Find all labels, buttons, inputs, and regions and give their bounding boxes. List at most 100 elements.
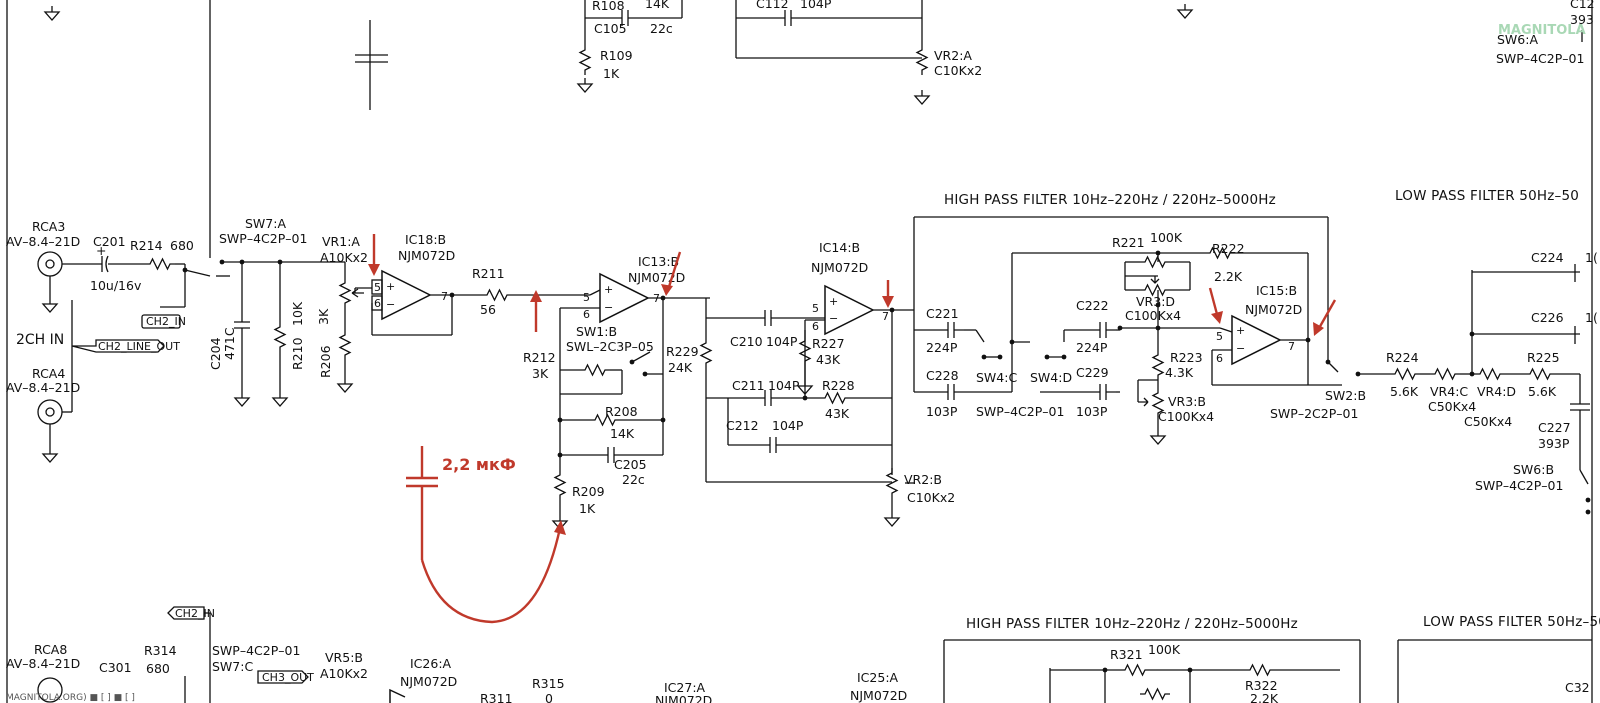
vr3b-value: C100Kx4 bbox=[1158, 409, 1214, 424]
ic14b-label: IC14:B bbox=[819, 240, 860, 255]
c221-label: C221 bbox=[926, 306, 959, 321]
sw4-part: SWP–4C2P–01 bbox=[976, 404, 1064, 419]
lpf-title-bottom: LOW PASS FILTER 50Hz–50 bbox=[1423, 614, 1600, 630]
c204-value: 471C bbox=[222, 327, 237, 360]
sw6a-label: SW6:A bbox=[1497, 32, 1538, 47]
r108-value: 14K bbox=[645, 0, 670, 11]
svg-text:+: + bbox=[386, 280, 395, 293]
port-ch3-out: CH3_OUT bbox=[262, 671, 314, 684]
sw1b-label: SW1:B bbox=[576, 324, 617, 339]
vr3d-value: C100Kx4 bbox=[1125, 308, 1181, 323]
r228-label: R228 bbox=[822, 378, 855, 393]
ic13b-label: IC13:B bbox=[638, 254, 679, 269]
sw4c-label: SW4:C bbox=[976, 370, 1017, 385]
r211-value: 56 bbox=[480, 302, 496, 317]
c222-value: 224P bbox=[1076, 340, 1108, 355]
c226-value: 1( bbox=[1585, 310, 1598, 325]
ic18b-label: IC18:B bbox=[405, 232, 446, 247]
r225-value: 5.6K bbox=[1528, 384, 1557, 399]
c105-label: C105 bbox=[594, 21, 627, 36]
c229-value: 103P bbox=[1076, 404, 1108, 419]
r206-label: R206 bbox=[318, 345, 333, 378]
sw4d-label: SW4:D bbox=[1030, 370, 1072, 385]
r229-label: R229 bbox=[666, 344, 699, 359]
sw7a-label: SW7:A bbox=[245, 216, 286, 231]
ic18b-stage: IC18:B NJM072D 5 6 + − 7 R211 56 bbox=[354, 232, 590, 336]
arrow-r211-output bbox=[530, 290, 542, 302]
r225-label: R225 bbox=[1527, 350, 1560, 365]
c112-label: C112 bbox=[756, 0, 789, 11]
arrow-ic18-input bbox=[368, 264, 380, 276]
svg-text:+: + bbox=[829, 295, 838, 308]
sw1b-part: SWL–2C3P–05 bbox=[566, 339, 654, 354]
ic14b-stage: IC14:B NJM072D R229 24K C210 104P + − 5 … bbox=[666, 240, 955, 527]
vr5b-label: VR5:B bbox=[325, 650, 363, 665]
r322-label: R322 bbox=[1245, 678, 1278, 693]
r208-value: 14K bbox=[610, 426, 635, 441]
c324-label: C32 bbox=[1565, 680, 1590, 695]
sw6a-part: SWP–4C2P–01 bbox=[1496, 51, 1584, 66]
ic27a-part: NJM072D bbox=[655, 693, 712, 703]
sw7c-label: SW7:C bbox=[212, 659, 253, 674]
c224-label: C224 bbox=[1531, 250, 1564, 265]
arrow-ic15-input bbox=[1211, 311, 1223, 324]
c204-label: C204 bbox=[208, 337, 223, 370]
c210-value: 104P bbox=[766, 334, 798, 349]
red-annotations: 2,2 мкФ bbox=[368, 234, 1337, 624]
r108-label: R108 bbox=[592, 0, 625, 13]
r314-label: R314 bbox=[144, 643, 177, 658]
input-section: RCA3 AV–8.4–21D + C201 10u/16v R214 680 … bbox=[6, 216, 368, 463]
vr5b-value: A10Kx2 bbox=[320, 666, 368, 681]
vr2b-value: C10Kx2 bbox=[907, 490, 955, 505]
c301-label: C301 bbox=[99, 660, 132, 675]
c228-label: C228 bbox=[926, 368, 959, 383]
hpf-title-top: HIGH PASS FILTER 10Hz–220Hz / 220Hz–5000… bbox=[944, 192, 1276, 208]
c205-label: C205 bbox=[614, 457, 647, 472]
lpf-title-top: LOW PASS FILTER 50Hz–50 bbox=[1395, 188, 1579, 204]
svg-text:5: 5 bbox=[583, 291, 590, 304]
c212-label: C212 bbox=[726, 418, 759, 433]
r224-value: 5.6K bbox=[1390, 384, 1419, 399]
svg-text:+: + bbox=[1236, 324, 1245, 337]
r210-label: R210 bbox=[290, 337, 305, 370]
r222-label: R222 bbox=[1212, 241, 1245, 256]
capacitor-note: 2,2 мкФ bbox=[442, 455, 516, 474]
ic15b-label: IC15:B bbox=[1256, 283, 1297, 298]
ic27a-label: IC27:A bbox=[664, 680, 706, 695]
vr3d-label: VR3:D bbox=[1136, 294, 1175, 309]
rca3-part: AV–8.4–21D bbox=[6, 234, 80, 249]
top-section: R108 14K C105 22c R109 1K C112 104P VR2:… bbox=[44, 0, 1595, 258]
sw7a-part: SWP–4C2P–01 bbox=[219, 231, 307, 246]
r321-label: R321 bbox=[1110, 647, 1143, 662]
ic26a-part: NJM072D bbox=[400, 674, 457, 689]
vr4c-value: C50Kx4 bbox=[1428, 399, 1476, 414]
hpf-top-section: C221 224P C228 103P SW4:C SW4:D SWP–4C2P… bbox=[892, 216, 1366, 445]
c205-value: 22c bbox=[622, 472, 645, 487]
vr4d-label: VR4:D bbox=[1477, 384, 1516, 399]
ic14b-part: NJM072D bbox=[811, 260, 868, 275]
vr1a-label: VR1:A bbox=[322, 234, 360, 249]
r223-value: 4.3K bbox=[1165, 365, 1194, 380]
ic15b-part: NJM072D bbox=[1245, 302, 1302, 317]
watermark-footer: MAGNITOLA.ORG) ■ [ ] ■ [ ] bbox=[6, 693, 135, 703]
rca4-part: AV–8.4–21D bbox=[6, 380, 80, 395]
svg-text:7: 7 bbox=[441, 290, 448, 303]
r221-value: 100K bbox=[1150, 230, 1183, 245]
port-ch2-in: CH2_IN bbox=[146, 315, 186, 328]
r224-label: R224 bbox=[1386, 350, 1419, 365]
r229-value: 24K bbox=[668, 360, 693, 375]
vr2b-label: VR2:B bbox=[904, 472, 942, 487]
c222-label: C222 bbox=[1076, 298, 1109, 313]
c229-label: C229 bbox=[1076, 365, 1109, 380]
arrow-ic14-output bbox=[882, 296, 894, 308]
r214-value: 680 bbox=[170, 238, 194, 253]
sw2b-part: SWP–2C2P–01 bbox=[1270, 406, 1358, 421]
svg-text:7: 7 bbox=[1288, 340, 1295, 353]
svg-text:+: + bbox=[604, 283, 613, 296]
r214-label: R214 bbox=[130, 238, 163, 253]
r227-value: 43K bbox=[816, 352, 841, 367]
sw2b-label: SW2:B bbox=[1325, 388, 1366, 403]
svg-text:−: − bbox=[604, 301, 613, 314]
r321-value: 100K bbox=[1148, 642, 1181, 657]
c221-value: 224P bbox=[926, 340, 958, 355]
